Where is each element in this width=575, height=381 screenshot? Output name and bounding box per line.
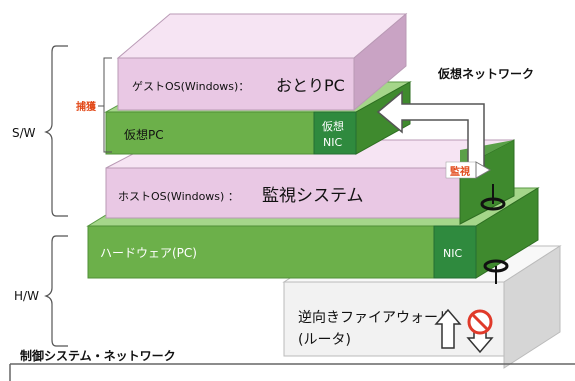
control-network-line: [9, 363, 575, 381]
nic-connector-lower: [483, 259, 509, 284]
sw-label: S/W: [12, 126, 36, 140]
hardware-label: ハードウェア(PC): [100, 246, 197, 260]
virtual-network-label: 仮想ネットワーク: [437, 66, 534, 81]
control-network-label: 制御システム・ネットワーク: [20, 348, 176, 363]
monitor-arrow-icon: [445, 161, 492, 179]
hw-bracket: [44, 235, 68, 347]
guest-os-prefix: ゲストOS(Windows)：: [132, 80, 249, 93]
firewall-label-line2: (ルータ): [298, 332, 351, 348]
allow-up-arrow-icon: [434, 308, 462, 349]
guest-os-main: おとりPC: [276, 76, 345, 95]
sw-bracket: [44, 45, 68, 217]
capture-label: 捕獲: [76, 100, 97, 113]
hw-label: H/W: [14, 289, 39, 303]
guest-os-layer: [116, 12, 408, 112]
host-os-main: 監視システム: [262, 186, 364, 206]
monitor-label: 監視: [450, 165, 470, 178]
virtual-pc-label: 仮想PC: [124, 127, 164, 142]
nic-connector-upper: [480, 184, 506, 211]
host-os-prefix: ホストOS(Windows) ：: [118, 190, 239, 203]
hardware-nic-label: NIC: [443, 247, 462, 260]
virtual-nic-line2: NIC: [323, 136, 342, 149]
capture-bracket: [98, 57, 112, 153]
blocked-down-arrow-icon: [466, 309, 494, 354]
virtual-network-arrow-icon: [376, 90, 485, 169]
virtual-nic-line1: 仮想: [322, 119, 344, 133]
firewall-label-line1: 逆向きファイアウォール: [298, 310, 452, 326]
